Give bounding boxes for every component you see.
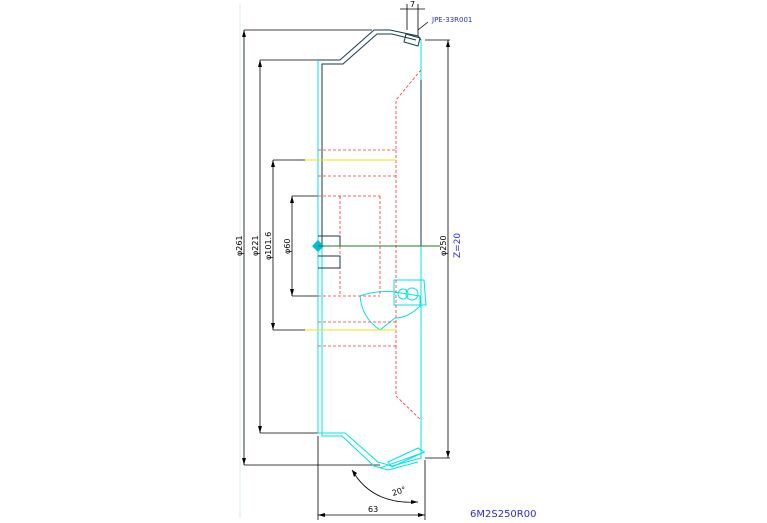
dimension-arrows: [242, 30, 450, 517]
dim-d101: φ101.6: [264, 232, 273, 260]
upper-profile-outline: [317, 29, 422, 246]
dim-d250: φ250: [439, 235, 448, 256]
dim-chamfer-angle: 20°: [391, 485, 407, 498]
hidden-lines: [318, 69, 422, 421]
hub-keyway: [318, 235, 341, 269]
part-number-label: 6M2S250R00: [470, 509, 536, 520]
dim-outer-diameter: φ261: [235, 235, 244, 256]
dim-hub-width: 63: [368, 505, 378, 514]
lower-profile-outline: [317, 40, 427, 471]
center-lines: [305, 159, 396, 331]
dim-bore: φ60: [283, 239, 292, 254]
dim-d221: φ221: [251, 235, 260, 256]
callout-label: JPE-33R001: [431, 16, 472, 24]
dimension-lines: [243, 4, 450, 520]
dim-tip-width: 7: [410, 0, 415, 9]
tooth-spec-label: Z=20: [453, 233, 463, 258]
